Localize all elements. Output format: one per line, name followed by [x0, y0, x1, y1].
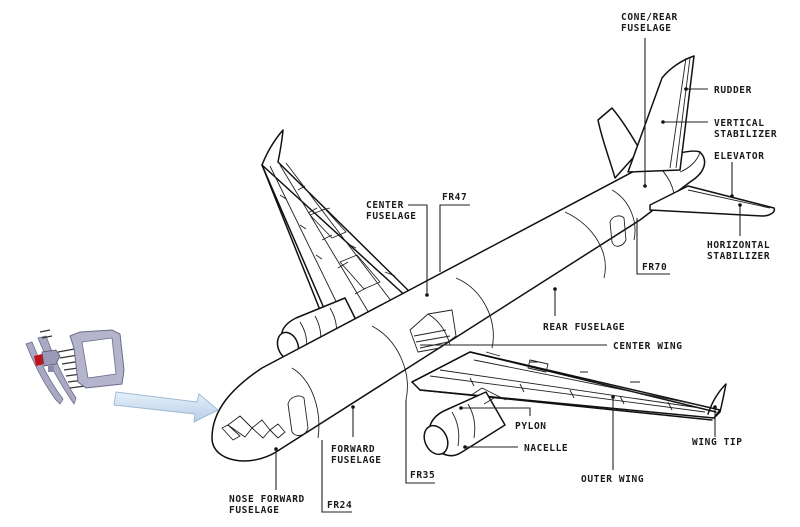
right-wing — [411, 351, 727, 421]
label-rear-fuselage: REAR FUSELAGE — [543, 322, 625, 333]
label-fr70: FR70 — [642, 262, 667, 273]
arrow-right-icon — [113, 391, 219, 423]
label-fr47: FR47 — [442, 192, 467, 203]
label-rudder: RUDDER — [714, 85, 752, 96]
label-wing-tip: WING TIP — [692, 437, 743, 448]
frame-detail-inset — [25, 329, 125, 405]
highlighted-component — [34, 354, 44, 366]
label-fr35: FR35 — [410, 470, 435, 481]
leader-lines — [274, 38, 742, 513]
label-nacelle: NACELLE — [524, 443, 568, 454]
pointer-arrow — [113, 391, 219, 423]
label-center-wing: CENTER WING — [613, 341, 683, 352]
label-pylon: PYLON — [515, 421, 547, 432]
right-engine — [423, 387, 507, 457]
label-elevator: ELEVATOR — [714, 151, 765, 162]
label-fr24: FR24 — [327, 500, 352, 511]
label-outer-wing: OUTER WING — [581, 474, 644, 485]
left-wing — [261, 129, 417, 337]
